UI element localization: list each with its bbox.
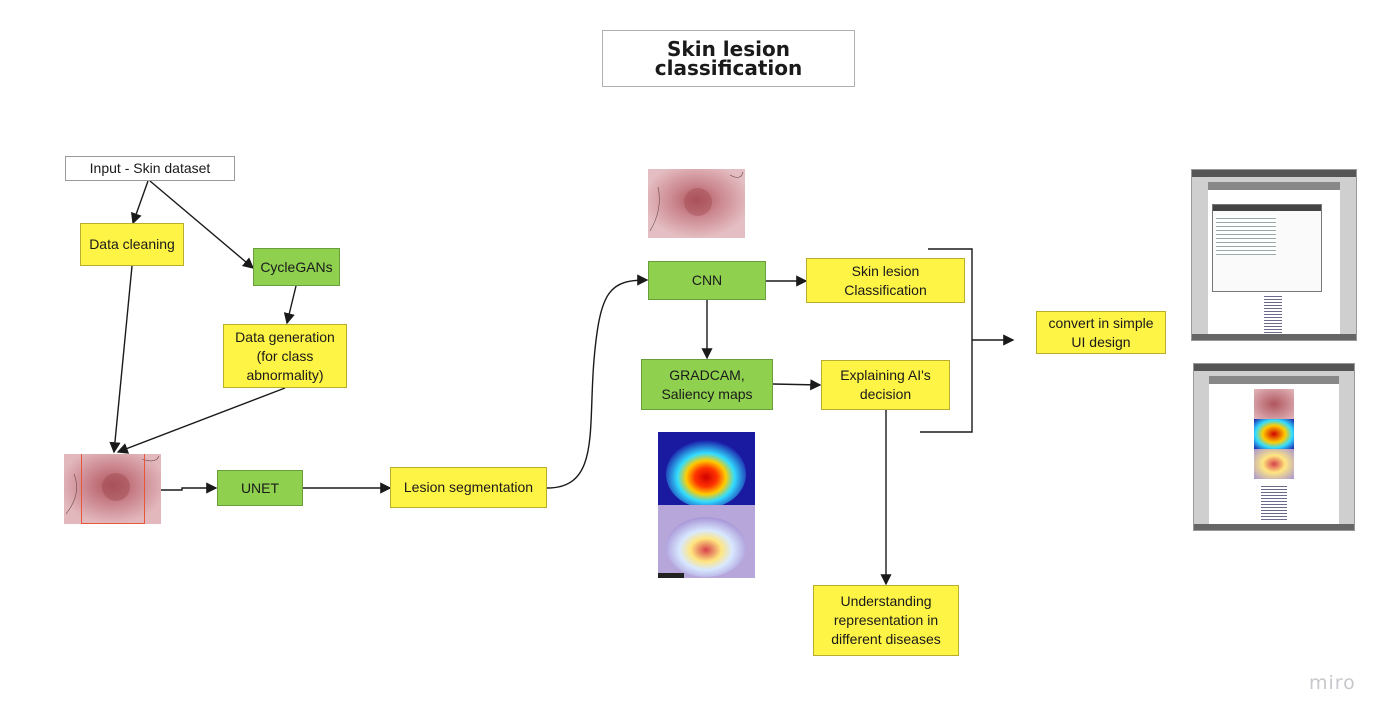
gradcam-heatmap-image [658,432,755,578]
node-data-cleaning[interactable]: Data cleaning [80,223,184,266]
window-footer [1194,524,1354,530]
heatmap-picture [658,432,755,578]
window-titlebar [1194,364,1354,371]
ui-screenshot-2 [1193,363,1355,531]
node-explaining-ai[interactable]: Explaining AI's decision [821,360,950,410]
dialog-panel [1212,204,1322,292]
preview-heatmap [1254,419,1294,449]
node-lesion-segmentation[interactable]: Lesion segmentation [390,467,547,508]
header-bar [1208,182,1340,190]
window-footer [1192,334,1356,340]
selection-frame [81,454,145,524]
arrow-datagen-to-image [116,387,286,454]
node-cnn[interactable]: CNN [648,261,766,300]
result-list [1264,294,1282,334]
skin-lesion-picture [648,169,745,238]
header-bar [1209,376,1339,384]
node-understanding-representation[interactable]: Understanding representation in differen… [813,585,959,656]
arrow-gradcam-to-explaining [772,379,822,391]
node-skin-lesion-classification[interactable]: Skin lesion Classification [806,258,965,303]
arrow-input-to-cyclegan [149,180,255,269]
window-content [1209,376,1339,526]
arrow-cleaning-to-image [109,265,133,454]
window-titlebar [1192,170,1356,177]
node-convert-ui[interactable]: convert in simple UI design [1036,311,1166,354]
skin-lesion-image-cnn [648,169,745,238]
ui-screenshot-1 [1191,169,1357,341]
preview-lesion [1254,389,1294,419]
arrow-cyclegan-to-datagen [283,285,297,325]
skin-lesion-image[interactable] [64,454,161,524]
dialog-text-lines [1216,215,1276,255]
result-list [1261,484,1287,520]
diagram-title: Skin lesion classification [602,30,855,87]
miro-watermark: miro [1309,672,1356,694]
node-unet[interactable]: UNET [217,470,303,506]
node-data-generation[interactable]: Data generation (for class abnormality) [223,324,347,388]
window-content [1208,182,1340,337]
arrow-image-to-unet [146,482,218,494]
node-cyclegans[interactable]: CycleGANs [253,248,340,286]
arrow-segmentation-to-cnn [546,274,649,489]
dialog-titlebar [1213,205,1321,211]
node-gradcam[interactable]: GRADCAM, Saliency maps [641,359,773,410]
preview-overlay [1254,449,1294,479]
arrow-input-to-cleaning [131,180,149,225]
node-input-dataset[interactable]: Input - Skin dataset [65,156,235,181]
